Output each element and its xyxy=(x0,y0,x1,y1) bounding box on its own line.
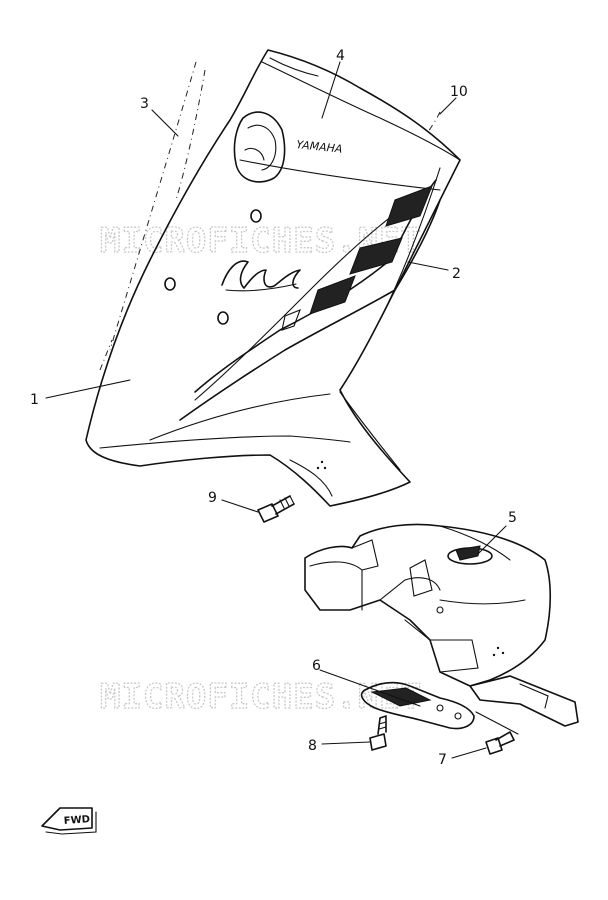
screw-8-part xyxy=(369,715,387,751)
callout-7: 7 xyxy=(438,752,447,768)
callout-3: 3 xyxy=(140,96,149,112)
watermark-bottom: MICROFICHES.NET xyxy=(100,677,422,717)
callout-6: 6 xyxy=(312,658,321,674)
model-logo xyxy=(221,260,301,292)
front-cover-part xyxy=(85,49,461,507)
screw-7-part xyxy=(485,731,515,755)
callout-8: 8 xyxy=(308,738,317,754)
leader-lines xyxy=(45,61,519,759)
callout-9: 9 xyxy=(208,490,217,506)
brand-emblem: YAMAHA xyxy=(296,138,343,156)
screw-9-part xyxy=(257,495,295,523)
callout-5: 5 xyxy=(508,510,517,526)
callout-1: 1 xyxy=(30,392,39,408)
windscreen-outline xyxy=(109,61,197,351)
fwd-label: FWD xyxy=(63,814,90,827)
forward-direction-arrow: FWD xyxy=(41,807,97,835)
decal-stripe-part xyxy=(179,179,441,421)
inner-panel-part xyxy=(304,523,579,727)
plate-6-part xyxy=(360,681,475,730)
callout-2: 2 xyxy=(452,266,461,282)
callout-4: 4 xyxy=(336,48,345,64)
callout-10: 10 xyxy=(450,84,468,100)
